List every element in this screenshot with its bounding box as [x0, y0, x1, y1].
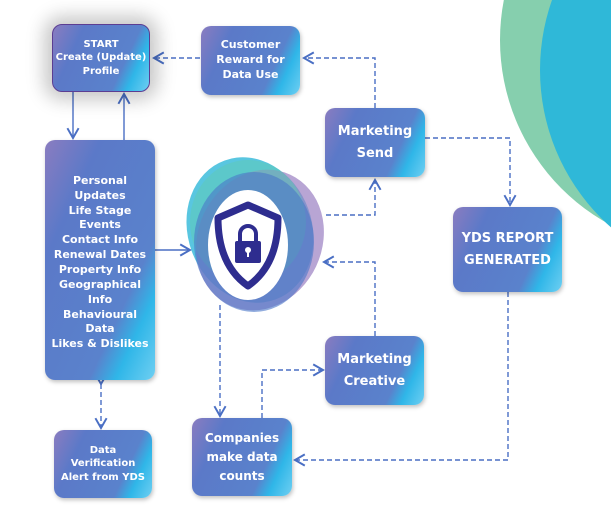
node-data-verification[interactable]: Data Verification Alert from YDS: [54, 430, 152, 498]
node-text: Data: [89, 444, 117, 456]
node-text: YDS REPORT: [461, 230, 554, 246]
arrow-creative-to-shield: [322, 255, 376, 336]
node-text: Life Stage: [68, 203, 132, 217]
arrow-yds-to-companies: [293, 292, 509, 467]
node-text: Create (Update): [55, 52, 147, 64]
node-text: Property Info: [58, 263, 142, 276]
node-text: Send: [356, 145, 394, 161]
arrow-send-to-yds: [425, 137, 517, 207]
node-text: Reward for: [216, 53, 285, 67]
node-text: Data Use: [222, 67, 279, 81]
node-text: Personal: [72, 173, 128, 187]
node-text: Verification: [70, 458, 136, 470]
node-text: make data: [206, 449, 278, 464]
arrow-send-to-reward: [302, 51, 376, 108]
node-text: Info: [87, 292, 113, 306]
node-companies[interactable]: Companies make data counts: [192, 418, 292, 496]
node-marketing-creative[interactable]: Marketing Creative: [325, 336, 424, 405]
node-text: Geographical: [59, 277, 141, 291]
arrow-companies-to-creative: [261, 363, 325, 418]
node-text: Renewal Dates: [53, 248, 147, 262]
node-text: Marketing: [337, 123, 413, 139]
node-text: START: [83, 38, 119, 50]
shield-lock-icon: [214, 201, 282, 290]
node-text: Alert from YDS: [61, 471, 145, 483]
node-text: Profile: [82, 65, 120, 77]
security-shield-graphic: [186, 157, 324, 312]
node-text: Data: [85, 322, 115, 336]
node-text: Marketing: [337, 351, 412, 367]
node-text: Companies: [204, 430, 280, 445]
node-text: Events: [79, 218, 121, 232]
node-text: Contact Info: [61, 233, 139, 247]
node-customer-reward[interactable]: Customer Reward for Data Use: [201, 26, 300, 95]
node-marketing-send[interactable]: Marketing Send: [325, 108, 425, 177]
node-text: Customer: [220, 38, 281, 52]
decorative-arc-blue: [540, 0, 611, 228]
node-profile-data[interactable]: Personal Updates Life Stage Events Conta…: [45, 140, 155, 380]
node-text: counts: [219, 469, 265, 484]
node-text: Updates: [74, 188, 126, 202]
node-start-create-profile[interactable]: START Create (Update) Profile: [52, 24, 150, 92]
node-text: GENERATED: [464, 252, 551, 268]
node-text: Creative: [343, 373, 406, 389]
node-yds-report[interactable]: YDS REPORT GENERATED: [453, 207, 562, 292]
node-text: Likes & Dislikes: [51, 337, 149, 351]
node-text: Behavioural: [62, 307, 138, 321]
arrow-shield-to-send: [326, 178, 382, 216]
